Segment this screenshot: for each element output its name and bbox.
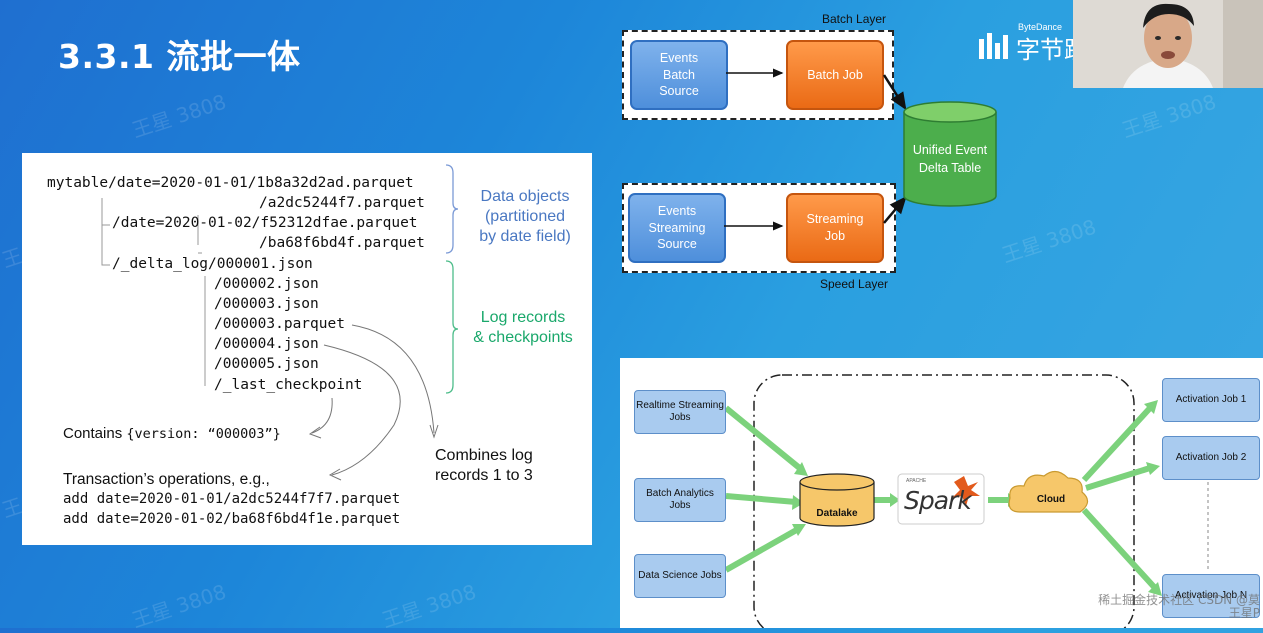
tree-line: /_last_checkpoint xyxy=(214,377,363,393)
combines-line: Combines log xyxy=(435,447,533,464)
tree-line: /a2dc5244f7.parquet xyxy=(259,195,425,211)
spark-logo: Spark xyxy=(904,486,972,515)
spark-architecture-panel: Realtime Streaming Jobs Batch Analytics … xyxy=(620,358,1263,628)
watermark: 王星 3808 xyxy=(129,89,230,143)
tree-line: /000003.json xyxy=(214,296,319,312)
data-objects-line: (partitioned xyxy=(484,208,566,225)
tree-line: /date=2020-01-02/f52312dfae.parquet xyxy=(112,215,418,231)
tree-line: /000002.json xyxy=(214,276,319,292)
unified-table-cylinder xyxy=(903,101,997,207)
spark-apache-label: APACHE xyxy=(906,478,927,484)
events-batch-source-label: Events Batch Source xyxy=(659,50,699,99)
data-objects-line: by date field) xyxy=(479,228,571,245)
tree-line: /ba68f6bd4f.parquet xyxy=(259,235,425,251)
logo-brand: ByteDance xyxy=(1018,22,1063,32)
batch-job: Batch Job xyxy=(786,40,884,110)
log-records-line: & checkpoints xyxy=(473,329,573,346)
batch-analytics-jobs: Batch Analytics Jobs xyxy=(634,478,726,522)
log-records-line: Log records xyxy=(480,309,566,326)
contains-code: {version: “000003”} xyxy=(126,426,281,442)
data-objects-label: Data objects (partitioned by date field) xyxy=(460,187,590,247)
activation-job-2: Activation Job 2 xyxy=(1162,436,1260,480)
operation-line: add date=2020-01-01/a2dc5244f7f7.parquet xyxy=(63,491,401,507)
contains-prefix: Contains xyxy=(63,425,127,442)
delta-log-panel: mytable/date=2020-01-01/1b8a32d2ad.parqu… xyxy=(22,153,592,545)
tree-connectors xyxy=(101,164,459,481)
events-streaming-source-label: Events Streaming Source xyxy=(648,203,706,252)
events-batch-source: Events Batch Source xyxy=(630,40,728,110)
batch-job-label: Batch Job xyxy=(807,67,863,82)
speed-layer-label: Speed Layer xyxy=(820,277,889,291)
batch-diagram-arrows xyxy=(724,68,907,231)
log-records-label: Log records & checkpoints xyxy=(458,308,588,348)
data-science-jobs: Data Science Jobs xyxy=(634,554,726,598)
presenter-image xyxy=(1073,0,1263,88)
watermark: 王星 3808 xyxy=(379,579,480,633)
combines-line: records 1 to 3 xyxy=(435,467,533,484)
tree-line: /000005.json xyxy=(214,356,319,372)
combines-label: Combines log records 1 to 3 xyxy=(435,446,533,486)
transaction-label: Transaction’s operations, e.g., xyxy=(63,471,270,488)
events-streaming-source: Events Streaming Source xyxy=(628,193,726,263)
cloud-label: Cloud xyxy=(1036,494,1066,505)
activation-job-n: Activation Job N xyxy=(1162,574,1260,618)
streaming-job-label: Streaming Job xyxy=(806,212,864,243)
tree-line: mytable/date=2020-01-01/1b8a32d2ad.parqu… xyxy=(47,175,414,191)
data-objects-line: Data objects xyxy=(480,188,570,205)
csdn-watermark: 稀土掘金技术社区 CSDN @莫王星P xyxy=(1098,593,1260,620)
tree-line: /_delta_log/000001.json xyxy=(112,256,313,272)
bytedance-icon xyxy=(979,32,1008,59)
datalake-label: Datalake xyxy=(816,508,858,519)
batch-layer-label: Batch Layer xyxy=(822,12,887,26)
activation-job-1: Activation Job 1 xyxy=(1162,378,1260,422)
tree-line: /000004.json xyxy=(214,336,319,352)
unified-table-label: Unified Event Delta Table xyxy=(912,143,988,175)
spark-diagram-lines xyxy=(724,374,1209,628)
streaming-job: Streaming Job xyxy=(786,193,884,263)
tree-line: /000003.parquet xyxy=(214,316,345,332)
realtime-streaming-jobs: Realtime Streaming Jobs xyxy=(634,390,726,434)
watermark: 王星 3808 xyxy=(129,579,230,633)
contains-text: Contains {version: “000003”} xyxy=(63,425,281,442)
slide-title: 3.3.1 流批一体 xyxy=(58,37,301,76)
operation-line: add date=2020-01-02/ba68f6bd4f1e.parquet xyxy=(63,511,401,527)
watermark: 王星 3808 xyxy=(1119,89,1220,143)
webcam-feed xyxy=(1073,0,1263,88)
